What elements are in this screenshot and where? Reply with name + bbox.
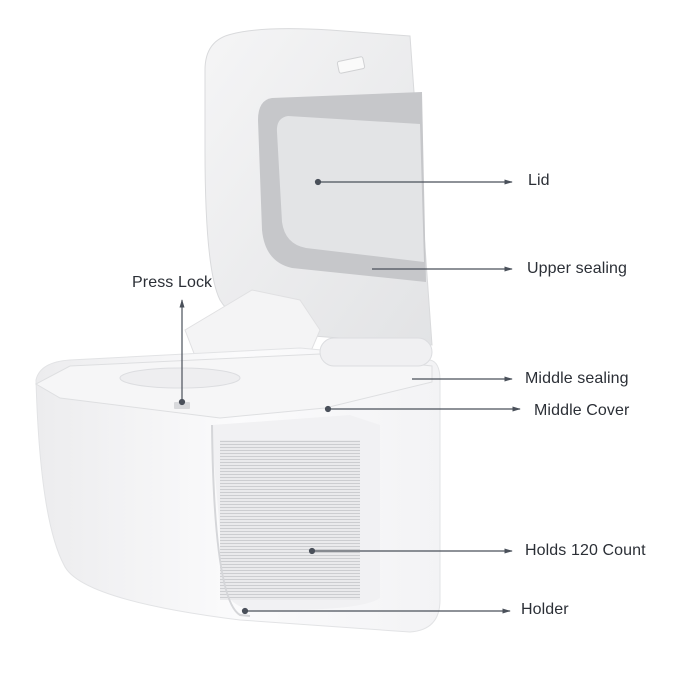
callout-press-lock: Press Lock	[132, 274, 213, 291]
callout-holds-120-count: Holds 120 Count	[525, 542, 646, 559]
callout-lid: Lid	[528, 172, 550, 189]
callout-holder: Holder	[521, 601, 569, 618]
wipes-stack	[211, 415, 380, 617]
callout-middle-sealing: Middle sealing	[525, 370, 629, 387]
lid	[204, 28, 433, 346]
callout-upper-sealing: Upper sealing	[527, 260, 628, 277]
callout-middle-cover: Middle Cover	[534, 402, 630, 419]
leader-lines	[178, 178, 521, 615]
